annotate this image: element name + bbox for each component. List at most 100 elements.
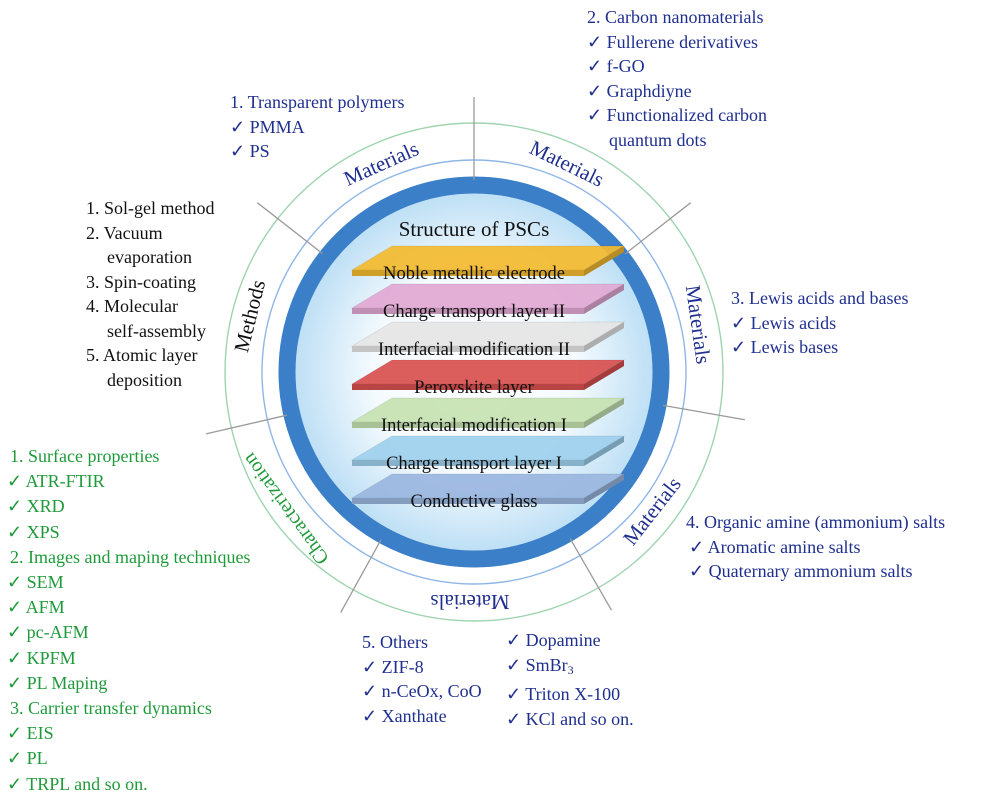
list-item: ✓ AFM	[7, 595, 250, 620]
item-text: ZIF-8	[381, 656, 424, 677]
item-text: n-CeOx, CoO	[381, 681, 482, 701]
list-item: ✓ pc-AFM	[7, 620, 250, 645]
check-icon: ✓	[7, 647, 23, 668]
check-icon: ✓	[689, 536, 705, 557]
layer-side-face	[584, 398, 624, 428]
layer-side-face	[584, 436, 624, 466]
check-icon: ✓	[7, 622, 23, 643]
sector-divider-line	[340, 539, 382, 613]
materials-4-list: 4. Organic amine (ammonium) salts ✓ Arom…	[686, 510, 945, 584]
materials-3-heading: 3. Lewis acids and bases	[731, 288, 909, 308]
check-icon: ✓	[7, 672, 23, 693]
layer-front-face	[352, 460, 584, 466]
sector-dividers	[205, 97, 745, 613]
list-item: ✓ Lewis bases	[731, 335, 908, 360]
check-icon: ✓	[7, 496, 23, 517]
layer-slab: Charge transport layer I	[350, 435, 626, 474]
layer-front-face	[352, 498, 584, 504]
check-icon: ✓	[362, 656, 378, 677]
layer-side-face	[584, 322, 624, 352]
item-text: KPFM	[22, 647, 76, 668]
item-text: EIS	[22, 723, 54, 744]
item-text: pc-AFM	[22, 622, 89, 643]
list-item: ✓ XPS	[7, 520, 250, 545]
item-text: Triton X-100	[525, 684, 621, 704]
check-icon: ✓	[731, 312, 747, 333]
materials-4-heading: 4. Organic amine (ammonium) salts	[686, 512, 946, 532]
item-text: TRPL and so on.	[22, 773, 148, 794]
layer-side-face	[584, 360, 624, 390]
layer-slab: Interfacial modification II	[350, 321, 626, 360]
layer-label: Interfacial modification II	[378, 340, 570, 360]
check-icon: ✓	[7, 748, 23, 769]
characterization-heading: 3. Carrier transfer dynamics	[10, 698, 212, 719]
layer-side-face	[584, 474, 624, 504]
sector-divider-line	[662, 404, 745, 421]
item-text: Aromatic amine salts	[707, 536, 861, 557]
layer-slab: Interfacial modification I	[350, 397, 626, 436]
item-text: PL	[22, 748, 48, 769]
item-text: Functionalized carbon	[606, 105, 768, 125]
list-item: ✓ PL	[7, 746, 250, 771]
materials-1-list: 1. Transparent polymers ✓ PMMA ✓ PS	[230, 90, 405, 164]
list-item: ✓ SmBr3	[506, 653, 634, 683]
list-item: ✓ Lewis acids	[731, 311, 908, 336]
sector-divider-line	[256, 202, 324, 255]
list-item: ✓ Triton X-100	[506, 682, 634, 707]
item-text: PL Maping	[22, 672, 108, 693]
list-item: ✓ PS	[230, 139, 405, 164]
item-text: Graphdiyne	[606, 80, 692, 101]
check-icon: ✓	[506, 630, 522, 650]
list-item: ✓ Graphdiyne	[587, 79, 767, 104]
methods-list: 1. Sol-gel method 2. Vacuum evaporation …	[86, 196, 215, 392]
list-item: ✓ TRPL and so on.	[7, 772, 250, 797]
list-item: ✓ Fullerene derivatives	[587, 30, 767, 55]
item-text: SEM	[22, 572, 64, 593]
list-item-continuation: quantum dots	[609, 129, 707, 150]
check-icon: ✓	[362, 681, 378, 701]
check-icon: ✓	[587, 105, 603, 125]
materials-3-list: 3. Lewis acids and bases ✓ Lewis acids ✓…	[731, 286, 908, 360]
list-item: ✓ Xanthate	[362, 704, 482, 729]
list-item: 3. Spin-coating	[86, 271, 196, 292]
item-text: f-GO	[606, 56, 645, 76]
materials-2-heading: 2. Carbon nanomaterials	[587, 7, 764, 27]
item-text: SmBr	[525, 654, 568, 675]
list-item: 1. Sol-gel method	[86, 198, 215, 218]
layer-label: Perovskite layer	[414, 378, 534, 398]
characterization-heading: 1. Surface properties	[10, 446, 160, 466]
item-text: Fullerene derivatives	[606, 31, 759, 52]
check-icon: ✓	[506, 654, 522, 675]
check-icon: ✓	[506, 684, 522, 704]
characterization-heading: 2. Images and maping techniques	[10, 546, 251, 567]
item-text: Lewis acids	[750, 312, 837, 333]
layer-label: Charge transport layer I	[386, 454, 562, 474]
materials-5-heading: 5. Others	[362, 632, 428, 652]
list-item-continuation: self-assembly	[107, 320, 206, 341]
sector-divider-line	[205, 414, 288, 435]
materials-5-list-col1: 5. Others ✓ ZIF-8 ✓ n-CeOx, CoO ✓ Xantha…	[362, 630, 482, 728]
check-icon: ✓	[7, 597, 23, 618]
list-item: ✓ Aromatic amine salts	[686, 535, 945, 560]
materials-5-list-col2: ✓ Dopamine ✓ SmBr3 ✓ Triton X-100 ✓ KCl …	[506, 628, 634, 731]
subscript: 3	[567, 662, 574, 677]
list-item: 4. Molecular	[86, 296, 178, 316]
materials-1-heading: 1. Transparent polymers	[230, 92, 405, 112]
list-item: ✓ PMMA	[230, 115, 405, 140]
list-item-continuation: evaporation	[107, 247, 192, 267]
layer-slab: Charge transport layer II	[350, 283, 626, 322]
layer-side-face	[584, 284, 624, 314]
list-item: ✓ PL Maping	[7, 671, 250, 696]
check-icon: ✓	[7, 773, 23, 794]
thick-blue-ring	[278, 176, 670, 568]
item-text: KCl and so on.	[525, 708, 634, 729]
check-icon: ✓	[230, 116, 246, 137]
list-item: 2. Vacuum	[86, 222, 163, 243]
list-item: ✓ XRD	[7, 494, 250, 519]
item-text: Lewis bases	[750, 337, 839, 357]
check-icon: ✓	[230, 141, 246, 161]
check-icon: ✓	[506, 708, 522, 729]
layer-slab: Noble metallic electrode	[350, 245, 626, 284]
